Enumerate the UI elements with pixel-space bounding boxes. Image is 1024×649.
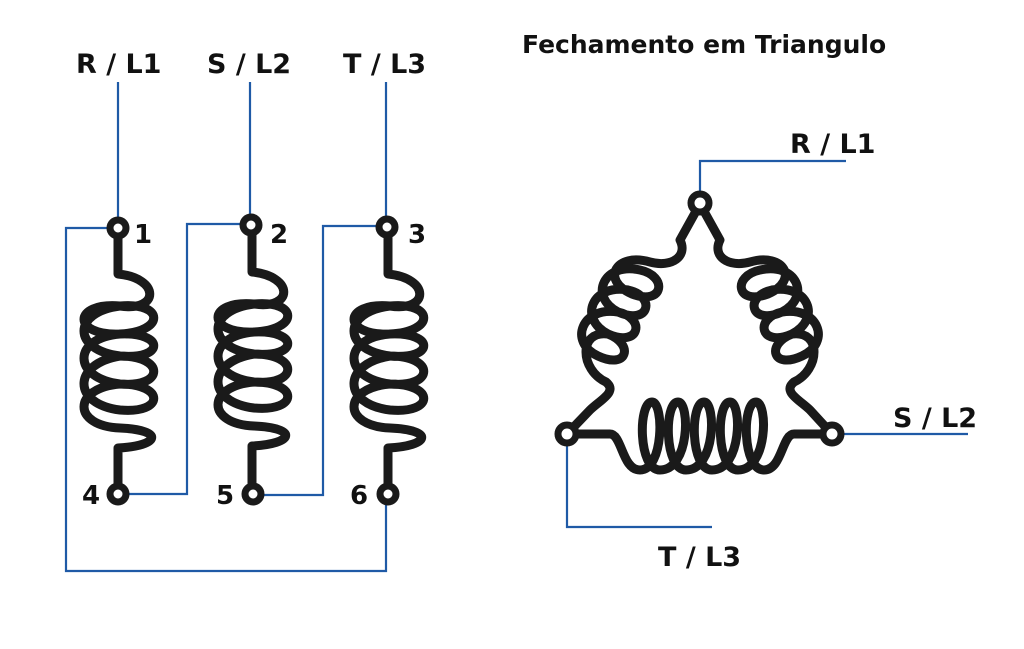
- delta-wire-l3: [565, 434, 712, 529]
- diagram-title: Fechamento em Triangulo: [522, 30, 886, 59]
- terminal-6: [376, 482, 400, 506]
- delta-coil-bottom: [562, 397, 837, 475]
- line-label-l1: R / L1: [76, 49, 161, 80]
- delta-coil-right: [695, 199, 837, 439]
- terminal-5: [241, 482, 265, 506]
- separate-windings: R / L1 S / L2 T / L3 1 2 3 4 5 6: [64, 49, 429, 573]
- jumper-2-4: [118, 222, 250, 496]
- terminal-3: [375, 215, 399, 239]
- terminal-1: [106, 216, 130, 240]
- terminal-number-2: 2: [270, 220, 288, 250]
- winding-coil-2: [213, 227, 293, 491]
- delta-terminal-right: [819, 421, 845, 447]
- delta-wire-l1: [698, 159, 846, 200]
- jumper-1-6: [64, 226, 388, 573]
- jumper-3-5: [254, 224, 386, 497]
- line-label-l2: S / L2: [207, 49, 291, 80]
- line-label-l3: T / L3: [343, 49, 426, 80]
- delta-coil-left: [562, 199, 705, 439]
- terminal-number-6: 6: [350, 481, 368, 511]
- terminal-2: [239, 213, 263, 237]
- delta-label-l1: R / L1: [790, 129, 875, 160]
- winding-coil-1: [79, 229, 159, 493]
- delta-closure: Fechamento em Triangulo R / L1 S / L2 T …: [522, 30, 977, 573]
- delta-label-l2: S / L2: [893, 403, 977, 434]
- terminal-number-5: 5: [216, 481, 234, 511]
- delta-terminal-left: [554, 421, 580, 447]
- terminal-4: [106, 482, 130, 506]
- terminal-number-1: 1: [134, 220, 152, 250]
- delta-label-l3: T / L3: [658, 542, 741, 573]
- terminal-number-3: 3: [408, 220, 426, 250]
- wiring: [64, 82, 388, 573]
- delta-terminal-top: [687, 190, 713, 216]
- terminal-number-4: 4: [82, 481, 100, 511]
- winding-coil-3: [349, 229, 429, 493]
